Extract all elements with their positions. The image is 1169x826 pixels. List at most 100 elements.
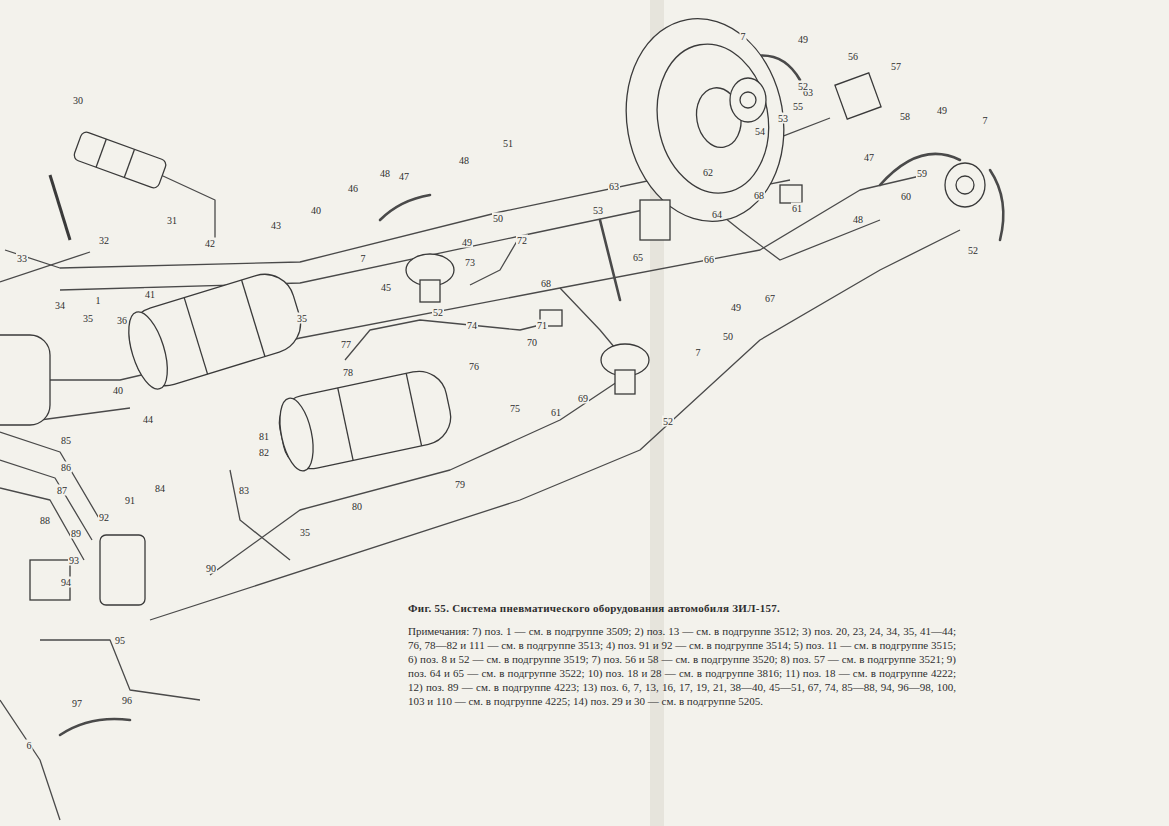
callout-number: 61 bbox=[791, 203, 803, 214]
callout-number: 33 bbox=[16, 253, 28, 264]
callout-number: 34 bbox=[54, 300, 66, 311]
callout-number: 7 bbox=[982, 115, 989, 126]
pipe bbox=[0, 488, 84, 560]
callout-number: 63 bbox=[608, 181, 620, 192]
callout-number: 85 bbox=[60, 435, 72, 446]
callout-number: 81 bbox=[258, 431, 270, 442]
callout-number: 40 bbox=[310, 205, 322, 216]
callout-number: 41 bbox=[144, 289, 156, 300]
callout-number: 95 bbox=[114, 635, 126, 646]
callout-number: 52 bbox=[662, 416, 674, 427]
callout-number: 45 bbox=[380, 282, 392, 293]
callout-number: 48 bbox=[379, 168, 391, 179]
callout-number: 82 bbox=[258, 447, 270, 458]
callout-number: 48 bbox=[852, 214, 864, 225]
pipe bbox=[40, 640, 200, 700]
callout-number: 54 bbox=[754, 126, 766, 137]
pipe bbox=[230, 470, 290, 560]
callout-number: 93 bbox=[68, 555, 80, 566]
callout-number: 32 bbox=[98, 235, 110, 246]
callout-number: 48 bbox=[458, 155, 470, 166]
callout-number: 42 bbox=[204, 238, 216, 249]
valves bbox=[30, 73, 881, 605]
callout-number: 75 bbox=[509, 403, 521, 414]
callout-number: 60 bbox=[900, 191, 912, 202]
callout-number: 35 bbox=[296, 313, 308, 324]
callout-number: 94 bbox=[60, 577, 72, 588]
callout-number: 50 bbox=[492, 213, 504, 224]
pipe bbox=[0, 460, 92, 540]
pipe bbox=[0, 252, 90, 282]
hose bbox=[990, 170, 1003, 240]
callout-number: 31 bbox=[166, 215, 178, 226]
callout-number: 1 bbox=[95, 295, 102, 306]
callout-number: 52 bbox=[797, 81, 809, 92]
brake-drum bbox=[610, 6, 799, 234]
callout-number: 65 bbox=[632, 252, 644, 263]
callout-number: 7 bbox=[695, 347, 702, 358]
callout-number: 88 bbox=[39, 515, 51, 526]
callout-number: 35 bbox=[82, 313, 94, 324]
callout-number: 35 bbox=[299, 527, 311, 538]
callout-number: 79 bbox=[454, 479, 466, 490]
hose bbox=[380, 195, 430, 220]
callout-number: 73 bbox=[464, 257, 476, 268]
callout-number: 47 bbox=[863, 152, 875, 163]
callout-number: 74 bbox=[466, 320, 478, 331]
callout-number: 77 bbox=[340, 339, 352, 350]
callout-number: 7 bbox=[360, 253, 367, 264]
callout-number: 91 bbox=[124, 495, 136, 506]
callout-number: 36 bbox=[116, 315, 128, 326]
callout-number: 68 bbox=[540, 278, 552, 289]
callout-number: 78 bbox=[342, 367, 354, 378]
brake-chambers bbox=[406, 78, 985, 394]
callout-number: 49 bbox=[797, 34, 809, 45]
air-tank bbox=[274, 366, 456, 474]
pipe bbox=[0, 700, 60, 820]
callout-number: 43 bbox=[270, 220, 282, 231]
callout-number: 7 bbox=[740, 31, 747, 42]
callout-number: 40 bbox=[112, 385, 124, 396]
compressor bbox=[73, 131, 168, 190]
callout-number: 49 bbox=[730, 302, 742, 313]
callout-number: 56 bbox=[847, 51, 859, 62]
air-tank-left bbox=[0, 335, 50, 425]
callout-number: 89 bbox=[70, 528, 82, 539]
callout-number: 53 bbox=[592, 205, 604, 216]
callout-number: 58 bbox=[899, 111, 911, 122]
callout-number: 59 bbox=[916, 168, 928, 179]
callout-number: 70 bbox=[526, 337, 538, 348]
callout-number: 90 bbox=[205, 563, 217, 574]
lever bbox=[50, 175, 70, 240]
callout-number: 84 bbox=[154, 483, 166, 494]
hoses bbox=[60, 56, 1003, 736]
callout-number: 97 bbox=[71, 698, 83, 709]
callout-number: 57 bbox=[890, 61, 902, 72]
callout-number: 50 bbox=[722, 331, 734, 342]
callout-number: 80 bbox=[351, 501, 363, 512]
callout-number: 61 bbox=[550, 407, 562, 418]
pipes bbox=[0, 118, 960, 820]
hose bbox=[600, 220, 620, 300]
callout-number: 68 bbox=[753, 190, 765, 201]
callout-number: 44 bbox=[142, 414, 154, 425]
callout-number: 72 bbox=[516, 235, 528, 246]
callout-number: 87 bbox=[56, 485, 68, 496]
callout-number: 30 bbox=[72, 95, 84, 106]
callout-number: 71 bbox=[536, 320, 548, 331]
callout-number: 46 bbox=[347, 183, 359, 194]
pipe bbox=[40, 408, 130, 420]
callout-number: 62 bbox=[702, 167, 714, 178]
air-tank bbox=[121, 267, 308, 393]
callout-number: 92 bbox=[98, 512, 110, 523]
callout-number: 52 bbox=[967, 245, 979, 256]
callout-number: 64 bbox=[711, 209, 723, 220]
figure-caption: Фиг. 55. Система пневматического оборудо… bbox=[408, 602, 780, 614]
callout-number: 86 bbox=[60, 462, 72, 473]
callout-number: 76 bbox=[468, 361, 480, 372]
callout-number: 55 bbox=[792, 101, 804, 112]
pipe bbox=[470, 236, 520, 285]
callout-number: 6 bbox=[26, 740, 33, 751]
